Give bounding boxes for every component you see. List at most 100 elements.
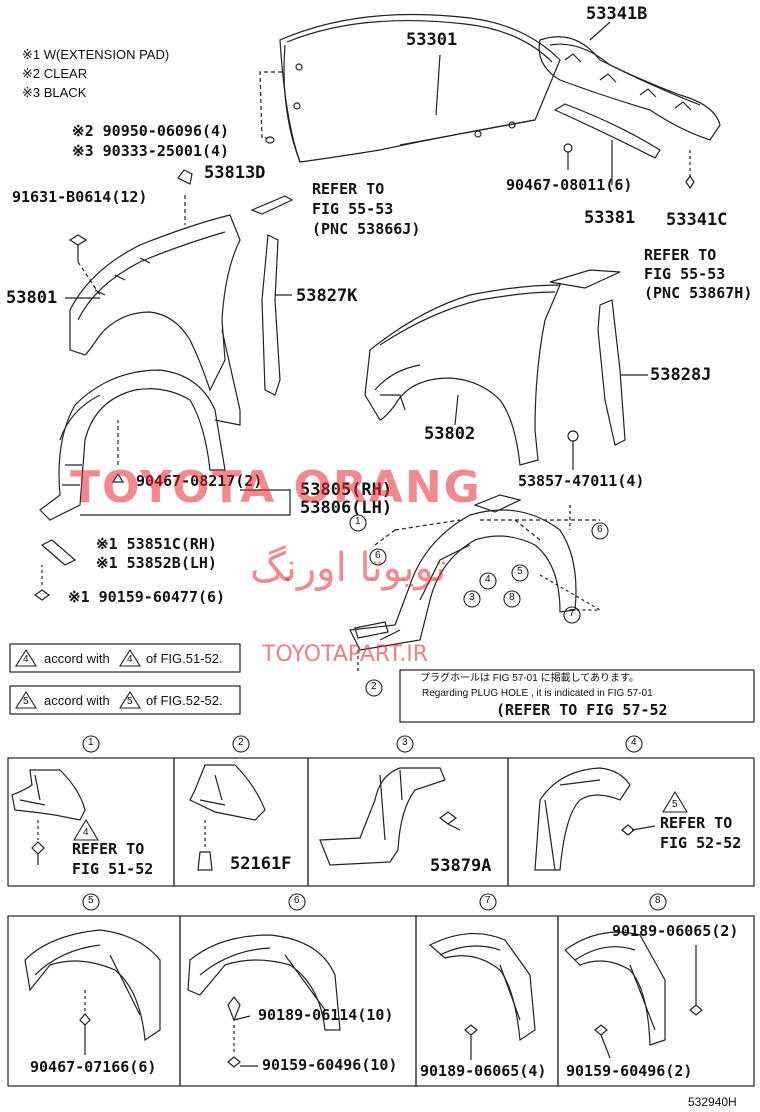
plug-hole-box <box>399 669 755 723</box>
detail-header-6: 6 <box>294 895 300 906</box>
plug-note-jp: プラグホールは FIG 57-01 に掲載してあります。 <box>420 673 639 684</box>
refer-2-line2: FIG 55-53 <box>644 265 726 283</box>
liner-lh-drawing <box>349 494 603 672</box>
part-liner-lh[interactable]: 53806(LH) <box>300 498 393 518</box>
bolt-91631-drawing <box>68 234 101 296</box>
detail-header-4: 4 <box>631 737 637 748</box>
marker-1: 1 <box>355 516 361 527</box>
plug-note-ref[interactable]: (REFER TO FIG 57-52 <box>496 701 668 719</box>
part-fender-rh[interactable]: 53801 <box>6 288 58 308</box>
accord-4-fig: of FIG.51-52. <box>146 651 223 666</box>
part-clip-53857[interactable]: 53857-47011(4) <box>518 472 645 490</box>
watermark-toyota-orang: TOYOTA ORANG <box>70 462 482 513</box>
pnc-53866j-drawing <box>250 195 294 215</box>
detail-4-sketch <box>534 767 656 871</box>
part-clip-53341c[interactable]: 53341C <box>666 210 728 230</box>
detail-header-2: 2 <box>238 737 244 748</box>
detail-6-part1[interactable]: 90189-06114(10) <box>258 1006 394 1024</box>
detail-6-sketch <box>187 934 341 1068</box>
pad-rh-drawing <box>40 539 77 566</box>
marker-2: 2 <box>371 681 377 692</box>
figure-code: 532940H <box>688 1095 737 1109</box>
part-clip-90467-08217[interactable]: 90467-08217(2) <box>136 472 263 490</box>
plug-note-en: Regarding PLUG HOLE , it is indicated in… <box>422 688 653 699</box>
detail-4-tri-num: 5 <box>672 799 678 810</box>
detail-1-sketch <box>11 769 86 865</box>
detail-header-1: 1 <box>88 737 94 748</box>
triangle-markers <box>15 648 688 841</box>
part-bolt-91631[interactable]: 91631-B0614(12) <box>12 188 148 206</box>
screw-90159-drawing <box>33 565 51 601</box>
marker-6b: 6 <box>597 524 603 535</box>
accord-4-text: accord with <box>44 651 110 666</box>
refer-1-line1: REFER TO <box>312 180 385 198</box>
fender-lh-drawing <box>364 284 561 466</box>
note-extension-pad: ※1 W(EXTENSION PAD) <box>22 47 170 62</box>
detail-5-sketch <box>24 929 161 1055</box>
seal-53381-drawing <box>553 103 695 190</box>
detail-header-7: 7 <box>485 895 491 906</box>
accord-box-5 <box>9 685 241 715</box>
detail-7-sketch <box>428 932 536 1060</box>
part-clip-53813d[interactable]: 53813D <box>204 163 266 183</box>
hood-seal-drawing <box>538 21 721 141</box>
detail-box-4 <box>507 757 755 887</box>
detail-8-part1[interactable]: 90189-06065(2) <box>612 922 739 940</box>
accord-5-tri-num2: 5 <box>127 696 133 707</box>
marker-5: 5 <box>517 566 523 577</box>
part-screw-90159-60477[interactable]: ※1 90159-60477(6) <box>68 588 226 606</box>
detail-7-part[interactable]: 90189-06065(4) <box>420 1062 547 1080</box>
fender-rh-drawing <box>65 169 241 426</box>
detail-8-part2[interactable]: 90159-60496(2) <box>566 1062 693 1080</box>
accord-box-4 <box>9 643 241 673</box>
refer-1-line2: FIG 55-53 <box>312 200 394 218</box>
seal-53827k-drawing <box>261 234 292 396</box>
part-hood[interactable]: 53301 <box>406 30 458 50</box>
note-clear: ※2 CLEAR <box>22 66 88 81</box>
accord-4-tri-num2: 4 <box>127 654 133 665</box>
part-liner-rh[interactable]: 53805(RH) <box>300 480 393 500</box>
detail-2-part[interactable]: 52161F <box>230 854 292 874</box>
part-fender-lh[interactable]: 53802 <box>424 424 476 444</box>
detail-5-part[interactable]: 90467-07166(6) <box>30 1058 157 1076</box>
part-pad-rh[interactable]: ※1 53851C(RH) <box>96 535 217 553</box>
refer-2-line1: REFER TO <box>644 246 717 264</box>
accord-4-tri-num: 4 <box>23 654 29 665</box>
marker-3: 3 <box>469 592 475 603</box>
detail-4-refer: REFER TO <box>660 814 733 832</box>
part-seal-53828j[interactable]: 53828J <box>650 365 712 385</box>
detail-6-part2[interactable]: 90159-60496(10) <box>262 1056 398 1074</box>
detail-8-sketch <box>564 931 703 1059</box>
seal-53828j-drawing <box>567 299 648 470</box>
detail-2-sketch <box>189 764 266 871</box>
main-markers <box>82 514 667 911</box>
hood-drawing <box>259 13 561 163</box>
detail-1-fig[interactable]: FIG 51-52 <box>72 860 154 878</box>
detail-box-8 <box>557 915 755 1087</box>
marker-8: 8 <box>509 592 515 603</box>
liner-rh-drawing <box>39 369 291 521</box>
detail-3-part[interactable]: 53879A <box>430 856 492 876</box>
detail-header-5: 5 <box>88 895 94 906</box>
part-clip-90467-08011[interactable]: 90467-08011(6) <box>506 176 633 194</box>
part-seal-53381[interactable]: 53381 <box>584 208 636 228</box>
pnc-53867h-drawing <box>549 269 621 289</box>
accord-5-fig: of FIG.52-52. <box>146 693 223 708</box>
detail-4-fig[interactable]: FIG 52-52 <box>660 834 742 852</box>
refer-1-line3: (PNC 53866J) <box>312 220 421 238</box>
part-hood-bolt-clear[interactable]: ※2 90950-06096(4) <box>72 122 230 140</box>
detail-1-refer: REFER TO <box>72 840 145 858</box>
part-pad-lh[interactable]: ※1 53852B(LH) <box>96 554 217 572</box>
part-seal-53827k[interactable]: 53827K <box>296 286 358 306</box>
detail-header-3: 3 <box>402 737 408 748</box>
accord-5-text: accord with <box>44 693 110 708</box>
marker-6a: 6 <box>375 550 381 561</box>
part-hood-seal[interactable]: 53341B <box>586 4 648 24</box>
watermark-persian: تویوتا اورنگ <box>250 545 447 591</box>
detail-3-sketch <box>319 767 461 866</box>
note-black: ※3 BLACK <box>22 85 87 100</box>
refer-2-line3: (PNC 53867H) <box>644 284 753 302</box>
watermark-toyotapart: TOYOTAPART.IR <box>262 642 429 667</box>
part-hood-bolt-black[interactable]: ※3 90333-25001(4) <box>72 142 230 160</box>
accord-5-tri-num: 5 <box>23 696 29 707</box>
